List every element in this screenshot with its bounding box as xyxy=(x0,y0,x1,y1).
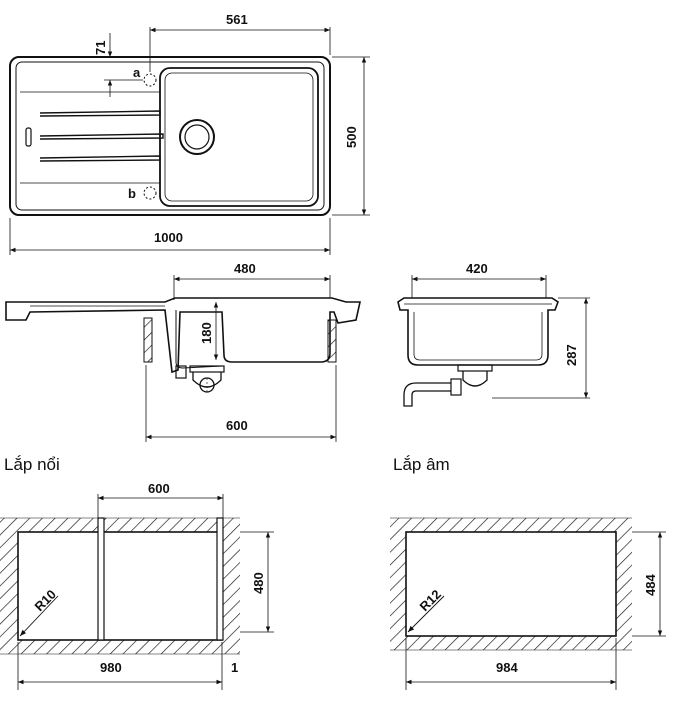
dim-end-width: 420 xyxy=(466,261,488,276)
dim-bowl-offset: 561 xyxy=(226,12,248,27)
radius-leader-r10 xyxy=(19,595,59,637)
cabinet-wall-left xyxy=(143,317,153,363)
end-profile xyxy=(397,297,559,366)
dim-bowl-depth: 180 xyxy=(199,322,214,344)
sink-inner-rim xyxy=(15,61,325,211)
cabinet-wall-right xyxy=(327,319,337,363)
drainer-grooves xyxy=(20,91,164,184)
tap-label-a: a xyxy=(133,65,141,80)
cabinet-panel-left xyxy=(97,517,105,641)
undermount-diagram: Lắp âm R12 484 984 xyxy=(390,455,666,690)
dim-bowl-width: 480 xyxy=(234,261,256,276)
waste-pipe xyxy=(403,364,493,407)
dim-surface-length: 980 xyxy=(100,660,122,675)
radius-r12: R12 xyxy=(417,587,444,614)
tap-hole-b xyxy=(143,186,157,200)
top-view: a b 561 71 500 1000 xyxy=(9,12,370,255)
sink-profile xyxy=(5,297,361,374)
dim-under-length: 984 xyxy=(496,660,518,675)
cabinet-panel-right xyxy=(216,517,224,641)
dim-depth: 500 xyxy=(344,126,359,148)
dim-surface-gap: 1 xyxy=(231,660,238,675)
waste-fitting xyxy=(175,365,225,393)
dim-surface-cabinet: 600 xyxy=(148,481,170,496)
dim-under-depth: 484 xyxy=(643,574,658,596)
surface-mount-diagram: Lắp nổi R10 600 480 980 1 xyxy=(0,455,274,690)
dim-tap-offset: 71 xyxy=(93,41,108,55)
bowl-inner xyxy=(164,72,314,202)
drain-outer xyxy=(179,119,215,155)
radius-leader-r12 xyxy=(407,595,445,633)
dim-end-height: 287 xyxy=(564,344,579,366)
dim-cabinet-width: 600 xyxy=(226,418,248,433)
end-view: 420 287 xyxy=(397,261,590,407)
radius-r10: R10 xyxy=(32,587,59,614)
surface-hatch xyxy=(0,518,240,654)
undermount-hatch xyxy=(390,518,632,650)
bowl-outline xyxy=(159,67,319,207)
dim-surface-depth: 480 xyxy=(251,572,266,594)
tap-hole-a xyxy=(143,73,157,87)
undermount-title: Lắp âm xyxy=(393,455,450,474)
sink-outline xyxy=(9,56,331,216)
dim-width: 1000 xyxy=(154,230,183,245)
tap-label-b: b xyxy=(128,186,136,201)
side-view: 480 180 600 xyxy=(5,261,361,442)
surface-mount-title: Lắp nổi xyxy=(4,455,60,474)
drain-inner xyxy=(184,124,210,150)
